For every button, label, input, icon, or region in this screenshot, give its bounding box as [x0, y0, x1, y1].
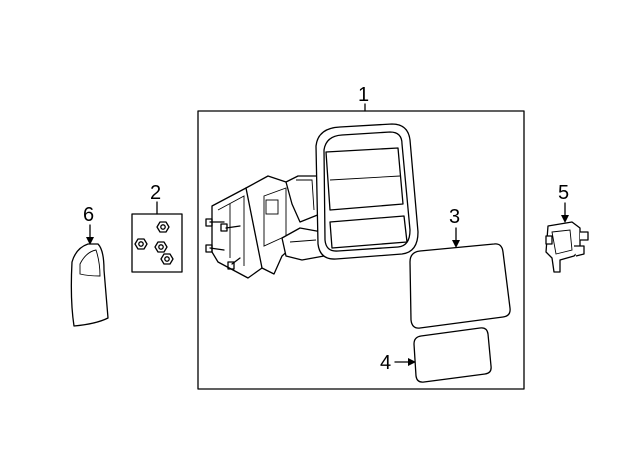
- callout-3-group: 3: [409, 206, 511, 329]
- lamp-socket-icon[interactable]: [545, 221, 589, 273]
- callout-4-group: 4: [380, 327, 492, 383]
- callout-6-label[interactable]: 6: [83, 204, 94, 226]
- callout-5-group: 5: [545, 182, 589, 273]
- mirror-assembly-icon[interactable]: [205, 123, 419, 279]
- callout-4-label[interactable]: 4: [380, 352, 391, 374]
- nut-kit-icon[interactable]: [131, 213, 183, 273]
- callout-3-label[interactable]: 3: [449, 206, 460, 228]
- callout-1-group: 1: [197, 84, 525, 390]
- callout-4-arrowhead: [408, 358, 416, 366]
- callout-2-group: 2: [131, 182, 183, 273]
- callout-2-label[interactable]: 2: [150, 182, 161, 204]
- spotter-mirror-glass-icon[interactable]: [413, 327, 492, 383]
- mirror-glass-icon[interactable]: [409, 243, 511, 329]
- callout-5-arrowhead: [561, 215, 569, 223]
- callout-5-label[interactable]: 5: [558, 182, 569, 204]
- callout-3-arrowhead: [452, 240, 460, 248]
- callout-1-label[interactable]: 1: [358, 84, 369, 106]
- callout-6-group: 6: [70, 204, 109, 327]
- callout-6-arrowhead: [86, 237, 94, 245]
- mirror-cover-icon[interactable]: [70, 243, 109, 327]
- assembly-frame: [197, 110, 525, 390]
